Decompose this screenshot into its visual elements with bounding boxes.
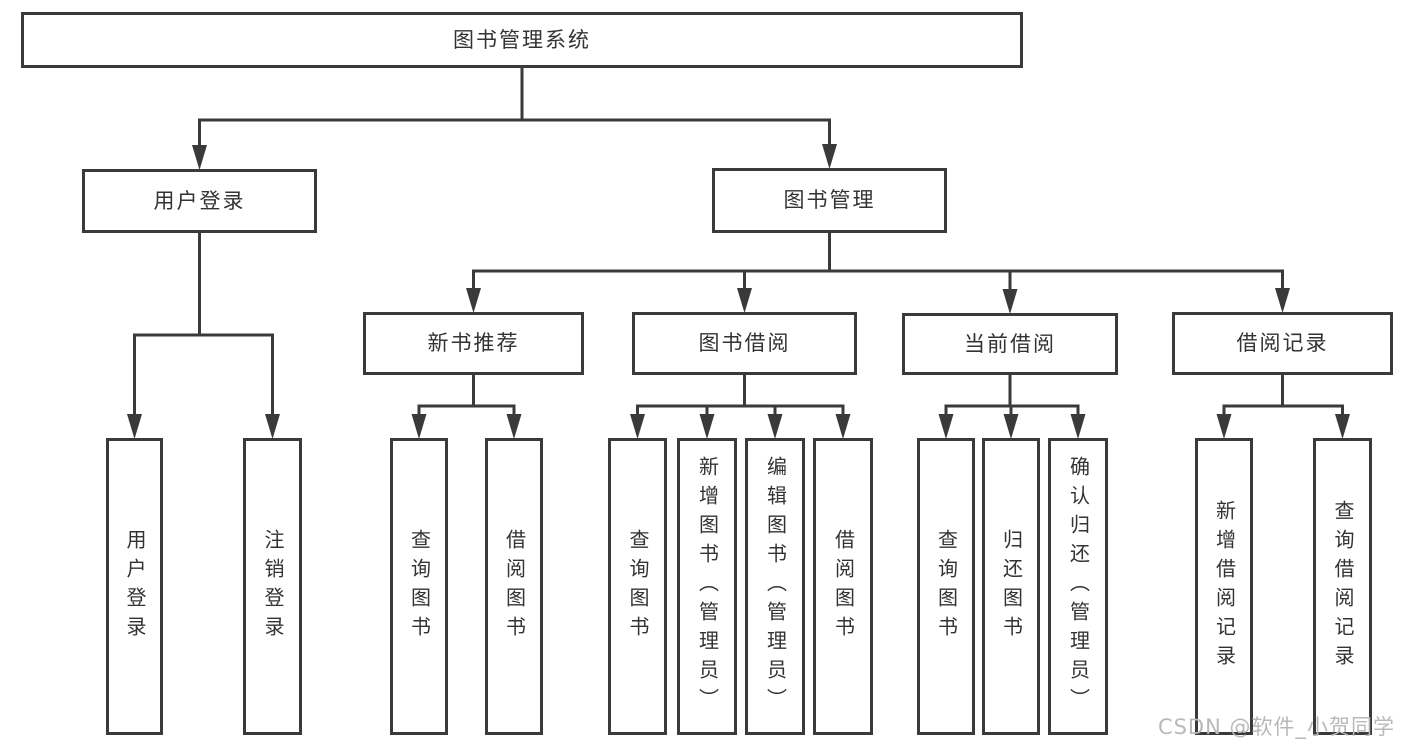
node-label: 查询图书	[934, 528, 959, 645]
node-root: 图书管理系统	[21, 12, 1023, 68]
node-book-mgmt: 图书管理	[712, 168, 947, 233]
node-label: 归还图书	[999, 528, 1024, 645]
node-label: 新书推荐	[427, 331, 520, 356]
node-query-books-current: 查询图书	[917, 438, 975, 735]
node-label: 图书管理	[783, 188, 876, 213]
node-label: 借阅图书	[502, 528, 527, 645]
node-query-books-rec: 查询图书	[390, 438, 448, 735]
node-label: 确认归还（管理员）	[1066, 456, 1091, 717]
watermark: CSDN @软件_小贺同学	[1157, 715, 1395, 739]
node-query-books-borrow: 查询图书	[608, 438, 667, 735]
node-label: 图书借阅	[698, 331, 791, 356]
node-label: 新增借阅记录	[1212, 499, 1237, 674]
node-label: 借阅记录	[1236, 331, 1329, 356]
node-label: 当前借阅	[964, 331, 1056, 356]
node-borrow-records: 借阅记录	[1172, 312, 1393, 375]
node-logout-leaf: 注销登录	[243, 438, 302, 735]
node-confirm-return-admin: 确认归还（管理员）	[1048, 438, 1108, 735]
node-label: 编辑图书（管理员）	[763, 456, 788, 717]
node-book-borrow: 图书借阅	[632, 312, 857, 375]
node-label: 用户登录	[123, 528, 147, 645]
node-label: 新增图书（管理员）	[695, 456, 720, 717]
node-label: 查询借阅记录	[1331, 499, 1355, 674]
node-label: 图书管理系统	[453, 27, 591, 52]
node-user-login-leaf: 用户登录	[106, 438, 163, 735]
node-return-books: 归还图书	[982, 438, 1040, 735]
node-label: 借阅图书	[831, 528, 856, 645]
node-new-book-rec: 新书推荐	[363, 312, 584, 375]
node-user-login: 用户登录	[82, 169, 317, 233]
node-label: 用户登录	[153, 188, 246, 213]
node-label: 注销登录	[261, 528, 285, 645]
node-query-borrow-record: 查询借阅记录	[1313, 438, 1372, 735]
node-current-borrow: 当前借阅	[902, 313, 1118, 375]
node-borrow-books-borrow: 借阅图书	[813, 438, 873, 735]
node-label: 查询图书	[626, 528, 650, 645]
node-add-borrow-record: 新增借阅记录	[1195, 438, 1253, 735]
node-add-books-admin: 新增图书（管理员）	[677, 438, 737, 735]
node-borrow-books-rec: 借阅图书	[485, 438, 543, 735]
node-label: 查询图书	[407, 528, 432, 645]
node-edit-books-admin: 编辑图书（管理员）	[745, 438, 805, 735]
